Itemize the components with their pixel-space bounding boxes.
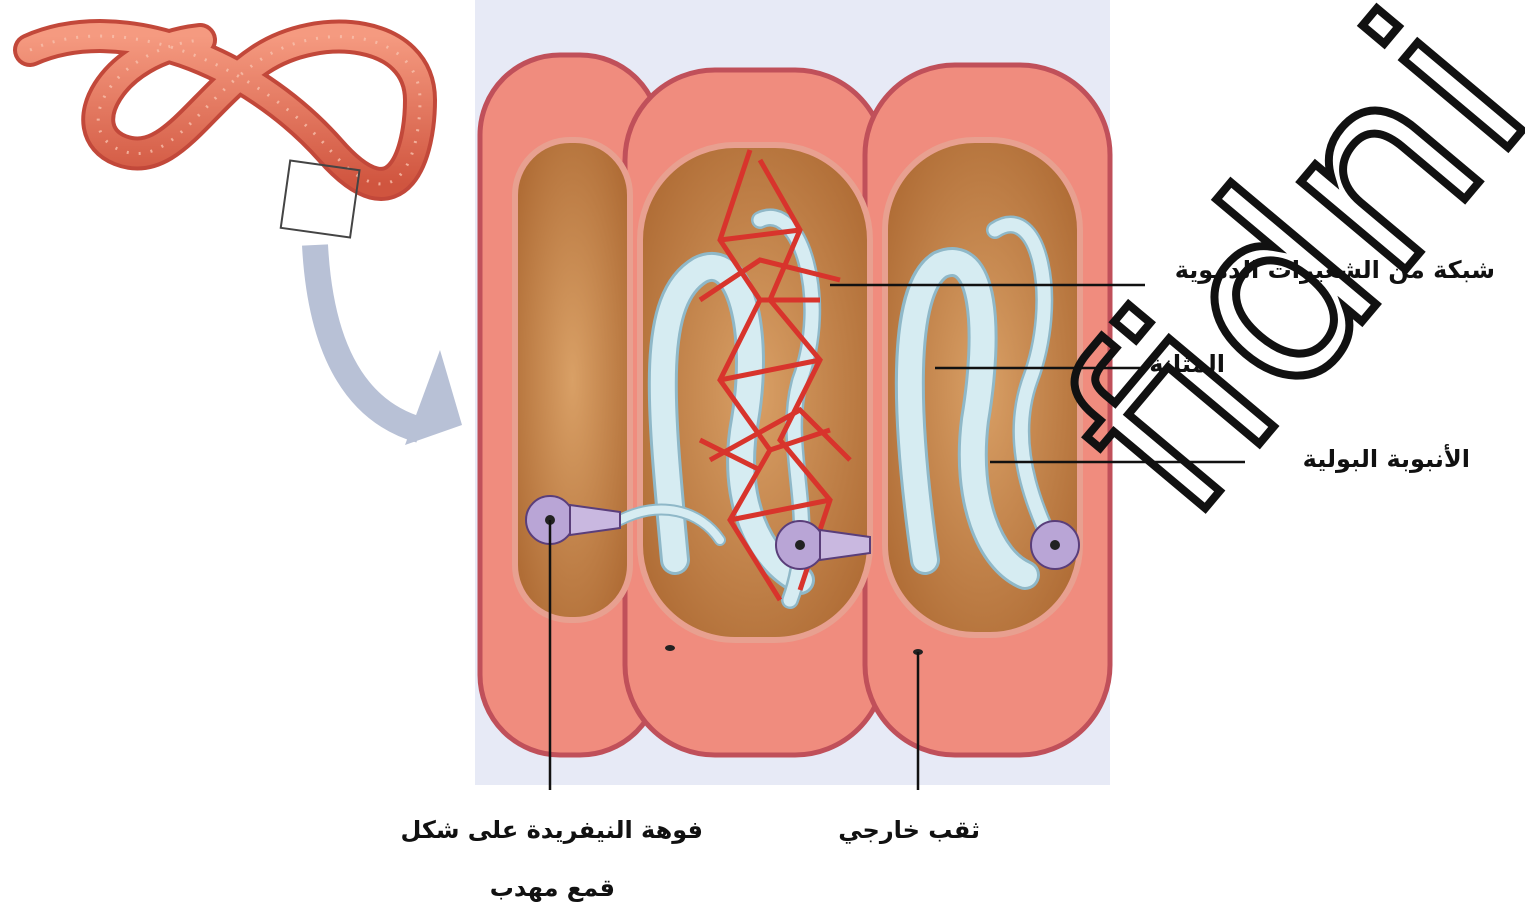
- zoom-arrowhead: [405, 350, 462, 445]
- label-capillary-network: شبكة من الشعيرات الدموية: [1175, 258, 1495, 282]
- zoom-arrow: [315, 245, 420, 430]
- funnel-3: [1031, 521, 1079, 569]
- label-nephridium-mouth-line1: فوهة النيفريدة على شكل: [400, 818, 703, 842]
- label-urinary-tubule: الأنبوبة البولية: [1303, 447, 1470, 471]
- external-pore-1: [665, 645, 675, 651]
- label-nephridium-mouth-line2: قمع مهدب: [490, 876, 615, 900]
- label-external-pore: ثقب خارجي: [838, 818, 980, 842]
- earthworm-illustration: [30, 36, 420, 184]
- label-bladder: المثانة: [1149, 352, 1225, 376]
